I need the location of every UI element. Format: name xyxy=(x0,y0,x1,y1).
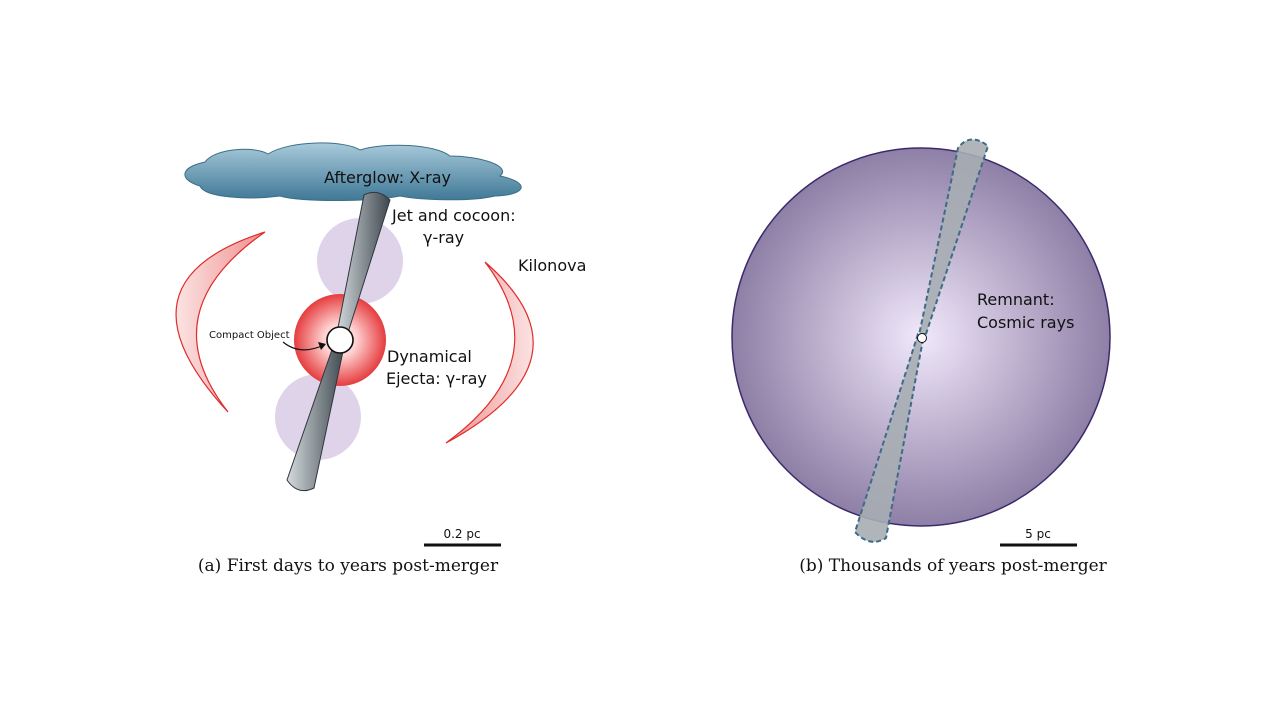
remnant-center xyxy=(917,333,927,343)
jet-upper xyxy=(335,191,391,343)
panel-a: Afterglow: X-ray Jet and cocoon: γ-ray K… xyxy=(175,142,586,576)
label-kilonova: Kilonova xyxy=(518,256,586,275)
remnant-jet-upper xyxy=(916,138,990,341)
scale-bar-a-label: 0.2 pc xyxy=(443,527,480,541)
label-ejecta-line2: Ejecta: γ-ray xyxy=(386,369,487,388)
label-ejecta-line1: Dynamical xyxy=(387,347,472,366)
panel-b: Remnant: Cosmic rays 5 pc (b) Thousands … xyxy=(731,138,1111,576)
arrow-head xyxy=(318,342,326,350)
label-afterglow: Afterglow: X-ray xyxy=(324,168,451,187)
afterglow-cloud xyxy=(184,142,522,201)
kilonova-left-crescent xyxy=(175,231,266,413)
label-remnant-line1: Remnant: xyxy=(977,290,1055,309)
scale-bar-b-label: 5 pc xyxy=(1025,527,1051,541)
kilonova-right-crescent xyxy=(445,261,534,444)
compact-object xyxy=(326,326,354,354)
label-jet-line1: Jet and cocoon: xyxy=(391,206,516,225)
caption-a: (a) First days to years post-merger xyxy=(198,556,499,576)
jet-lower xyxy=(286,337,346,492)
label-jet-line2: γ-ray xyxy=(423,228,464,247)
label-remnant-line2: Cosmic rays xyxy=(977,313,1074,332)
remnant-jet-lower xyxy=(853,333,926,543)
label-compact-object: Compact Object xyxy=(209,330,290,341)
caption-b: (b) Thousands of years post-merger xyxy=(799,556,1107,576)
